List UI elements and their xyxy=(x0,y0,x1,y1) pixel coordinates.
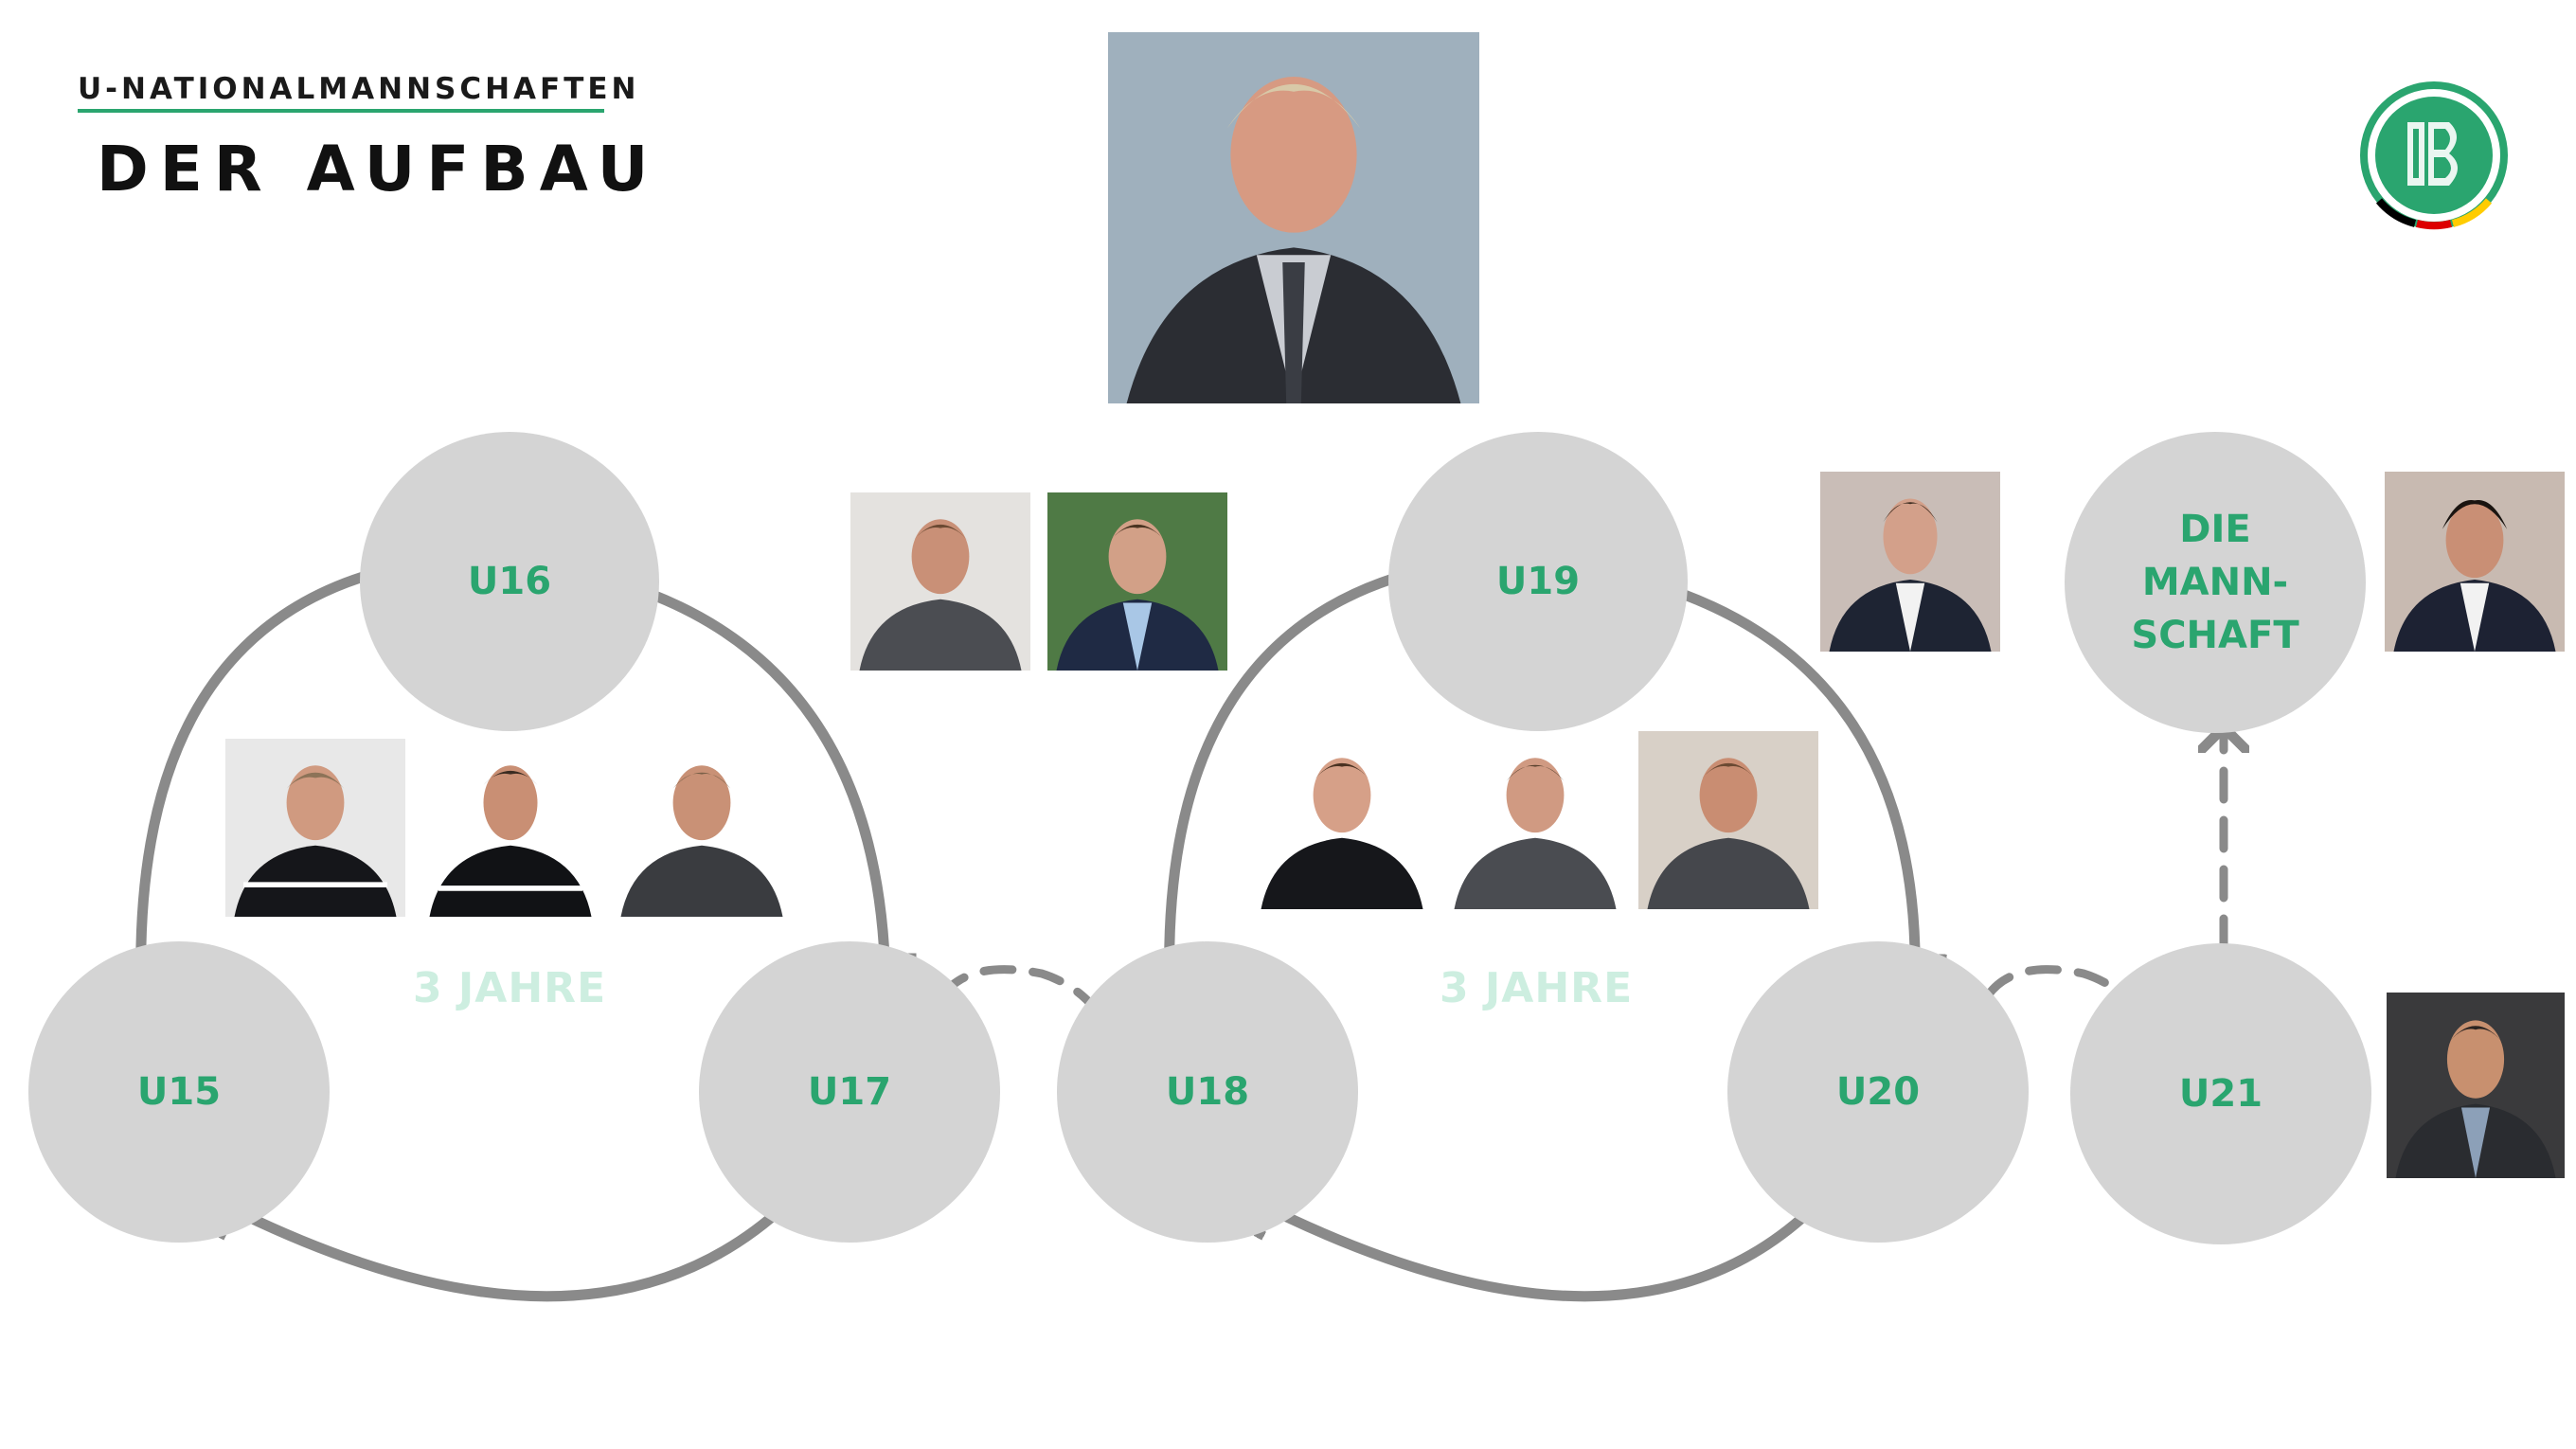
team-label-u15: U15 xyxy=(136,1070,222,1114)
team-label-u21: U21 xyxy=(2178,1072,2263,1116)
coach-photo xyxy=(1047,492,1227,671)
coach-photo xyxy=(612,739,792,917)
coach-photo xyxy=(225,739,405,917)
coach-photo xyxy=(1252,731,1432,909)
subtitle-underline xyxy=(78,109,604,113)
team-circle-u20: U20 xyxy=(1727,941,2029,1243)
coach-photo xyxy=(850,492,1030,671)
team-label-u16: U16 xyxy=(467,560,552,603)
page-title: DER AUFBAU xyxy=(97,133,660,206)
team-label-u19: U19 xyxy=(1495,560,1581,603)
coach-photo xyxy=(2385,472,2565,652)
cycle-label-1: 3 JAHRE xyxy=(413,964,607,1012)
team-circle-u15: U15 xyxy=(28,941,330,1243)
team-label-u18: U18 xyxy=(1165,1070,1250,1114)
coach-photo xyxy=(1638,731,1818,909)
team-label-schaft: SCHAFT xyxy=(2131,614,2299,657)
team-label-u20: U20 xyxy=(1835,1070,1921,1114)
coach-photo xyxy=(2387,993,2565,1178)
cycle-label-2: 3 JAHRE xyxy=(1440,964,1634,1012)
team-circle-die-mannschaft: DIE MANN- SCHAFT xyxy=(2065,432,2366,733)
page-subtitle: U-NATIONALMANNSCHAFTEN xyxy=(78,72,640,106)
coach-photo xyxy=(1445,731,1625,909)
team-circle-u21: U21 xyxy=(2070,943,2371,1244)
team-label-u17: U17 xyxy=(807,1070,892,1114)
team-circle-u17: U17 xyxy=(699,941,1000,1243)
team-circle-u19: U19 xyxy=(1388,432,1688,731)
team-circle-u16: U16 xyxy=(360,432,659,731)
dfb-logo-icon xyxy=(2358,80,2510,231)
team-label-mann: MANN- xyxy=(2141,561,2289,604)
coach-photo xyxy=(1820,472,2000,652)
team-label-die: DIE xyxy=(2179,508,2251,551)
head-coach-photo xyxy=(1108,32,1479,403)
coach-photo xyxy=(420,739,600,917)
team-circle-u18: U18 xyxy=(1057,941,1358,1243)
